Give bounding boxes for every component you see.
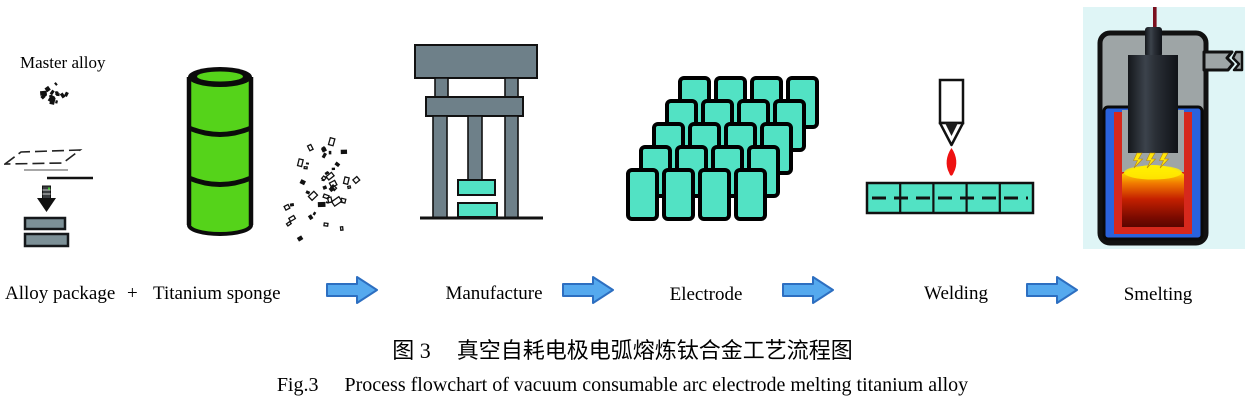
smelting-furnace-icon [1083, 7, 1245, 249]
electrode-stem [1145, 27, 1162, 57]
alloy-sheet-icon [4, 149, 83, 165]
consumable-electrode [1128, 55, 1178, 153]
vacuum-port-pipe-icon [1202, 50, 1244, 72]
caption-en-text: Process flowchart of vacuum consumable a… [344, 374, 969, 396]
electrode-stack [626, 76, 838, 226]
molten-pool [1122, 165, 1184, 227]
alloy-package-icon [4, 149, 93, 248]
compacted-plate-icon [23, 232, 70, 248]
master-alloy-label: Master alloy [20, 53, 106, 72]
press-down-arrow-icon [37, 185, 56, 212]
electrode-billet [698, 168, 731, 221]
flow-arrow-1 [326, 276, 378, 304]
compacted-plate-icon [23, 216, 67, 231]
master-alloy-particles-icon [36, 78, 76, 112]
right-arrow-icon [1026, 276, 1078, 304]
right-arrow-icon [782, 276, 834, 304]
manufacture-label: Manufacture [445, 283, 543, 304]
right-arrow-icon [326, 276, 378, 304]
titanium-sponge-particles-icon [282, 118, 364, 246]
pressed-compact-icon [457, 179, 496, 196]
caption-en-prefix: Fig.3 [276, 374, 319, 396]
smelting-label: Smelting [1123, 284, 1193, 305]
caption-zh-prefix: 图 3 [392, 338, 431, 363]
speck-cluster [39, 82, 69, 105]
titanium-sponge-barrel-icon [186, 67, 254, 236]
flow-arrow-4 [1026, 276, 1078, 304]
plus-sign: + [127, 283, 138, 304]
electrode-label: Electrode [669, 284, 743, 305]
press-machine-icon [414, 44, 543, 220]
caption-zh-text: 真空自耗电极电弧熔炼钛合金工艺流程图 [456, 338, 853, 363]
right-arrow-icon [562, 276, 614, 304]
alloy-package-label: Alloy package [5, 283, 116, 304]
flow-arrow-2 [562, 276, 614, 304]
flow-arrow-3 [782, 276, 834, 304]
electrode-rod-icon [1153, 7, 1157, 37]
welding-torch-icon [938, 78, 965, 147]
speck-cluster [283, 136, 361, 242]
arc-flame-icon [946, 148, 957, 176]
caption-en: Fig.3 Process flowchart of vacuum consuma… [0, 374, 1245, 397]
electrode-billet [734, 168, 767, 221]
welding-label: Welding [924, 283, 988, 304]
electrode-billet [662, 168, 695, 221]
arc-lightning-icons [1133, 152, 1170, 169]
caption-zh: 图 3 真空自耗电极电弧熔炼钛合金工艺流程图 [0, 333, 1245, 365]
melt-surface-glow [1124, 165, 1182, 180]
pressed-compact-icon [457, 202, 498, 218]
welding-station-icon [865, 78, 1035, 215]
titanium-sponge-label: Titanium sponge [153, 283, 281, 304]
electrode-billet [626, 168, 659, 221]
welded-electrode-bar-icon [865, 181, 1035, 215]
